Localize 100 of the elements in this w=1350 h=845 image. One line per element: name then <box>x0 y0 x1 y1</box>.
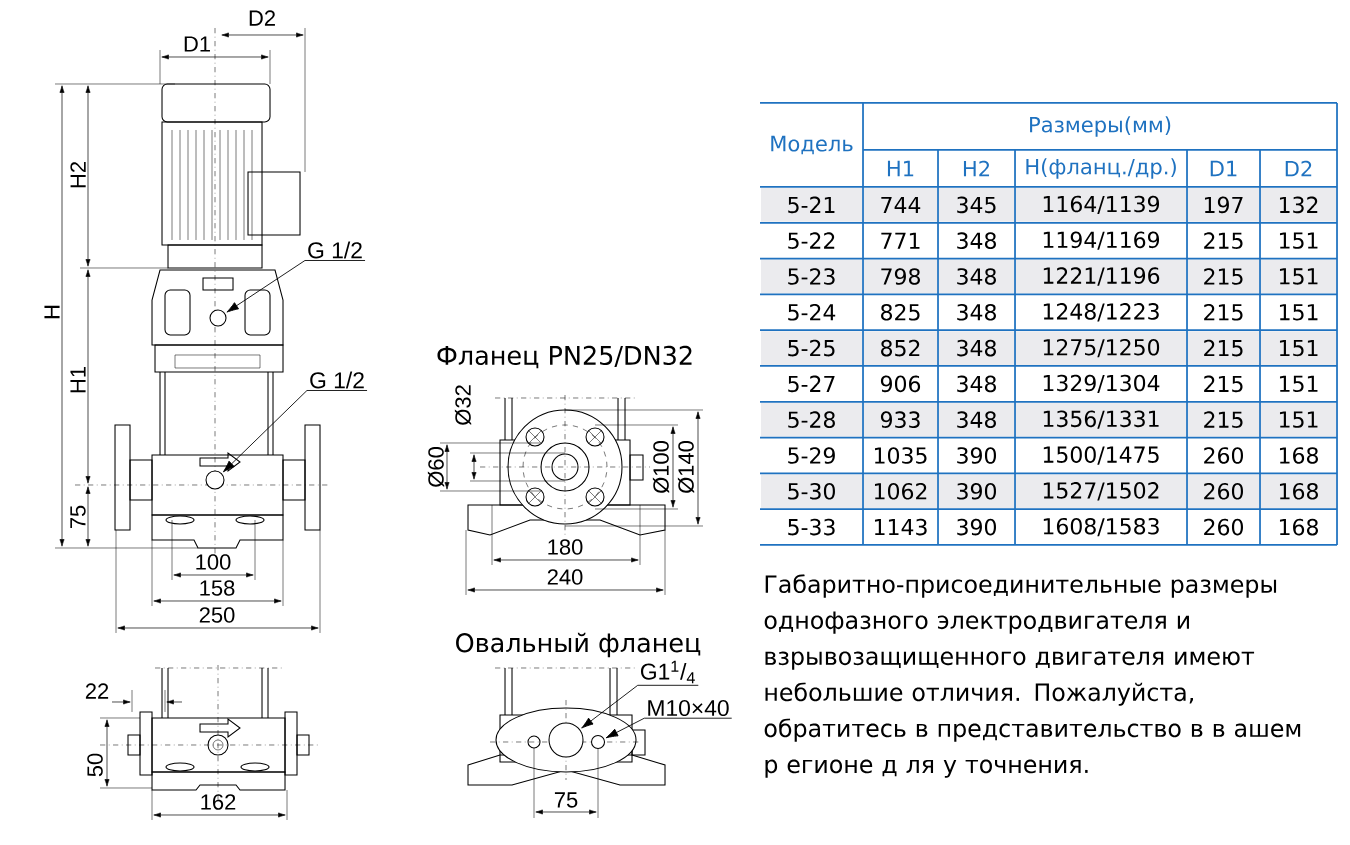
table-cell: 852 <box>864 331 937 365</box>
port-label: G 1/2 <box>310 371 364 389</box>
table-cell: 5-27 <box>788 375 835 393</box>
table-cell: 348 <box>939 331 1014 365</box>
dimension-label: 240 <box>547 569 583 585</box>
note-text: Габаритно-присоединительные размеры однофазного электродвигателя и взрывозащищенного двигателя имеют небольшие отличия. Пожалуйста, обратитесь в представительство в в ашем р егионе д ля у точнения. <box>764 574 1301 778</box>
table-cell: 348 <box>957 375 996 393</box>
table-cell: 348 <box>939 259 1014 294</box>
table-header: Модель <box>771 135 853 155</box>
table-cell: 151 <box>1261 331 1336 365</box>
table-cell: 168 <box>1280 518 1318 536</box>
dimension-label: 158 <box>200 580 235 596</box>
table-cell: 5-29 <box>788 447 835 464</box>
table-cell: 215 <box>1188 259 1259 294</box>
table-cell: 151 <box>1280 375 1318 393</box>
table-cell: 260 <box>1204 447 1243 464</box>
table-cell: 5-25 <box>761 331 862 365</box>
leader-line <box>226 260 366 313</box>
table-cell: 5-33 <box>788 518 835 536</box>
dimension-label: D2 <box>249 10 275 26</box>
table-cell: 168 <box>1280 447 1318 464</box>
table-header: D1 <box>1210 160 1237 177</box>
table-cell: 345 <box>939 188 1014 222</box>
dimension-label: 50 <box>87 753 103 777</box>
table-cell: 390 <box>939 474 1014 509</box>
leader-line <box>222 390 368 473</box>
table-cell: 1164/1139 <box>1016 188 1186 222</box>
dimension-label: D1 <box>184 36 210 52</box>
table-cell: 390 <box>957 447 996 464</box>
port-circle <box>205 470 225 490</box>
table-cell: 215 <box>1188 331 1259 365</box>
table-header: Размеры(мм) <box>1030 116 1171 137</box>
port-circle <box>209 309 227 327</box>
table-cell: 1527/1502 <box>1016 474 1186 509</box>
table-cell: 1500/1475 <box>1043 446 1159 465</box>
table-cell: 1035 <box>875 447 927 464</box>
table-header: H2 <box>963 160 990 177</box>
table-cell: 168 <box>1261 474 1336 509</box>
table-cell: 744 <box>864 188 937 222</box>
table-cell: 151 <box>1280 232 1318 249</box>
table-cell: 5-23 <box>761 259 862 294</box>
dimension-label: H1 <box>70 367 86 393</box>
dimension-label: 75 <box>554 792 578 808</box>
dimension-label: Ø100 <box>652 441 670 494</box>
table-cell: 5-24 <box>788 303 836 321</box>
table-cell: 906 <box>880 375 921 393</box>
table-cell: 5-21 <box>761 188 862 222</box>
table-cell: 260 <box>1204 518 1243 536</box>
dimension-label: 180 <box>548 539 583 555</box>
table-cell: 151 <box>1280 304 1318 321</box>
table-cell: 132 <box>1261 188 1336 222</box>
table-cell: 1608/1583 <box>1043 517 1159 537</box>
table-cell: 1194/1169 <box>1043 231 1160 250</box>
view-title: Фланец PN25/DN32 <box>437 345 692 369</box>
dimension-label: 75 <box>70 505 86 529</box>
table-cell: 151 <box>1261 402 1336 437</box>
table-cell: 197 <box>1188 188 1259 222</box>
table-cell: 1356/1331 <box>1016 402 1186 437</box>
port-label: G1$^{1}$/$_{4}$ <box>641 660 695 684</box>
table-cell: 771 <box>881 232 920 249</box>
table-cell: 260 <box>1188 474 1259 509</box>
table-cell: 5-22 <box>788 232 835 249</box>
table-cell: 390 <box>957 518 996 536</box>
table-cell: 1329/1304 <box>1043 374 1160 394</box>
table-cell: 215 <box>1204 303 1243 321</box>
table-cell: 348 <box>957 232 996 249</box>
view-title: Овальный фланец <box>456 632 701 658</box>
dimension-label: 22 <box>85 683 109 699</box>
leader-line <box>581 684 699 729</box>
table-cell: 151 <box>1261 259 1336 294</box>
table-header: H(фланц./др.) <box>1026 158 1176 179</box>
table-cell: 1248/1223 <box>1043 303 1159 322</box>
table-cell: 348 <box>957 303 996 321</box>
table-header: D2 <box>1285 160 1312 177</box>
dimension-label: Ø60 <box>427 447 445 487</box>
table-cell: 215 <box>1204 375 1243 393</box>
leader-line <box>605 717 733 739</box>
table-cell: 215 <box>1188 402 1259 437</box>
table-cell: 933 <box>864 402 937 437</box>
table-cell: 1062 <box>864 474 937 509</box>
table-cell: 1221/1196 <box>1016 259 1186 294</box>
table-cell: 348 <box>939 402 1014 437</box>
table-header: H1 <box>887 160 914 177</box>
table-cell: 5-30 <box>761 474 862 509</box>
table-cell: 1143 <box>875 518 927 536</box>
dimension-label: 100 <box>196 554 231 570</box>
port-label: M10×40 <box>648 699 729 717</box>
dimension-label: H <box>44 305 60 319</box>
table-cell: 798 <box>864 259 937 294</box>
table-cell: 1275/1250 <box>1016 331 1186 365</box>
port-circle <box>548 722 584 758</box>
table-cell: 5-28 <box>761 402 862 437</box>
table-cell: 215 <box>1204 232 1243 249</box>
table-cell: 825 <box>881 303 920 321</box>
dimension-label: Ø140 <box>677 441 695 494</box>
dimension-label: Ø32 <box>454 385 472 425</box>
dimension-label: 162 <box>201 794 236 810</box>
dimension-label: 250 <box>199 607 235 623</box>
port-label: G 1/2 <box>308 241 362 259</box>
dimension-label: H2 <box>70 162 86 188</box>
